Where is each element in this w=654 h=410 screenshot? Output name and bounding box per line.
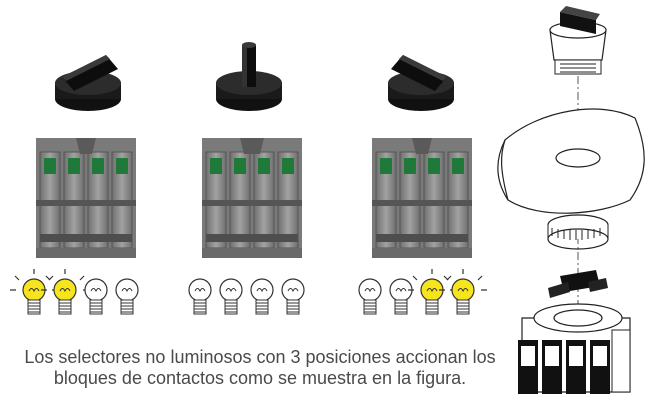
ring-nut-icon <box>547 214 609 250</box>
light-bulb-off-icon <box>358 278 382 315</box>
selector-group-3 <box>372 55 472 258</box>
lamp-row <box>10 269 487 315</box>
caption-line-2: bloques de contactos como se muestra en … <box>53 368 467 388</box>
light-bulb-off-icon <box>115 278 139 315</box>
selector-group-2 <box>202 42 302 258</box>
contact-block-icon <box>202 138 302 258</box>
light-bulb-off-icon <box>84 278 108 315</box>
light-bulb-off-icon <box>188 278 212 315</box>
selector-group-1 <box>36 55 136 258</box>
contact-block-icon <box>36 138 136 258</box>
light-bulb-on-icon <box>10 269 58 315</box>
light-bulb-off-icon <box>389 278 413 315</box>
selector-knob-icon <box>55 55 121 111</box>
mounting-plate-icon <box>497 108 645 214</box>
light-bulb-on-icon <box>439 269 487 315</box>
selector-knob-icon <box>216 42 282 111</box>
selector-head-icon <box>549 6 607 75</box>
contact-base-icon <box>518 303 631 394</box>
exploded-assembly-icon <box>497 6 645 394</box>
light-bulb-on-icon <box>408 269 456 315</box>
light-bulb-off-icon <box>219 278 243 315</box>
selector-knob-icon <box>388 55 454 111</box>
actuator-icon <box>548 270 608 298</box>
contact-block-icon <box>372 138 472 258</box>
light-bulb-off-icon <box>250 278 274 315</box>
light-bulb-off-icon <box>281 278 305 315</box>
light-bulb-on-icon <box>41 269 89 315</box>
caption-line-1: Los selectores no luminosos con 3 posici… <box>24 347 496 367</box>
